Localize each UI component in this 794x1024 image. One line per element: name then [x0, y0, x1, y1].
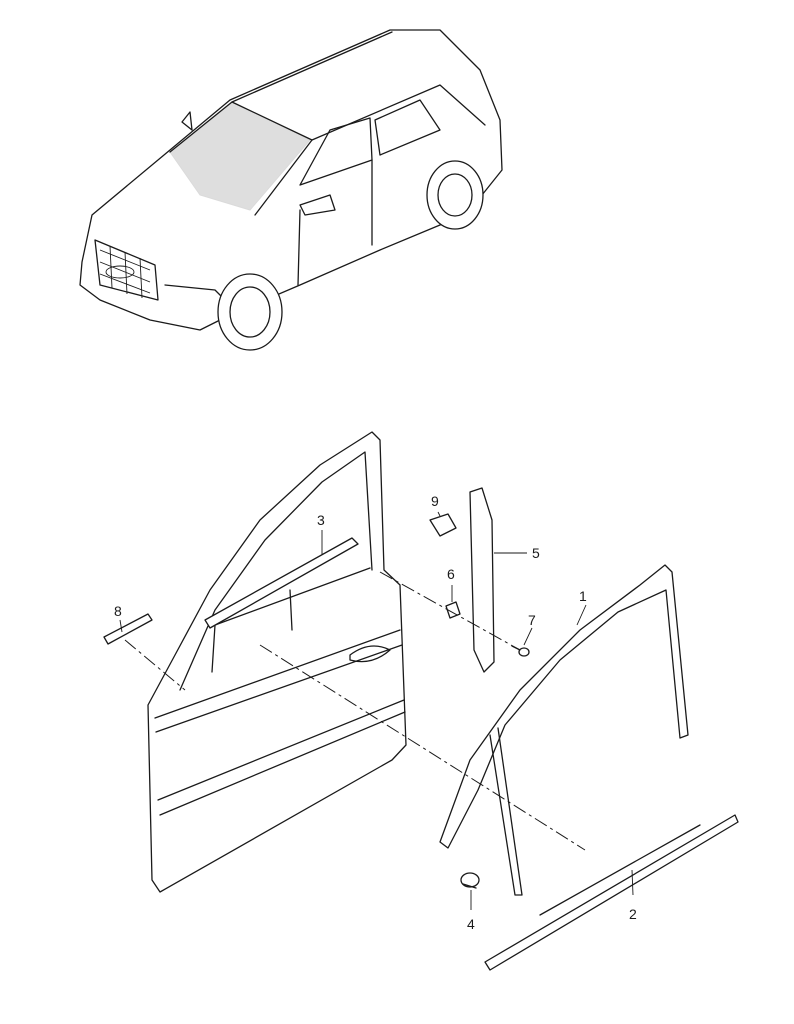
part-4-plug [460, 872, 480, 889]
part-2-sill-strip [484, 814, 739, 971]
part-9-clip [429, 513, 457, 537]
callout-3: 3 [317, 512, 325, 528]
front-door [147, 431, 407, 893]
leader-lines [119, 511, 634, 910]
callout-6: 6 [447, 566, 455, 582]
callout-9: 9 [431, 493, 439, 509]
callout-1: 1 [579, 588, 587, 604]
assembly-line [379, 571, 521, 651]
part-1-window-channel [439, 564, 689, 849]
callout-2: 2 [629, 906, 637, 922]
part-3-strip [204, 537, 359, 629]
assembly-line [124, 639, 186, 691]
callout-7: 7 [528, 612, 536, 628]
assembly-line [259, 644, 586, 851]
part-6-clip [445, 601, 461, 619]
callout-4: 4 [467, 916, 475, 932]
callout-5: 5 [532, 545, 540, 561]
callout-8: 8 [114, 603, 122, 619]
part-8-trim [103, 613, 153, 645]
vehicle-overview [79, 29, 503, 351]
part-5-trim [469, 487, 495, 673]
